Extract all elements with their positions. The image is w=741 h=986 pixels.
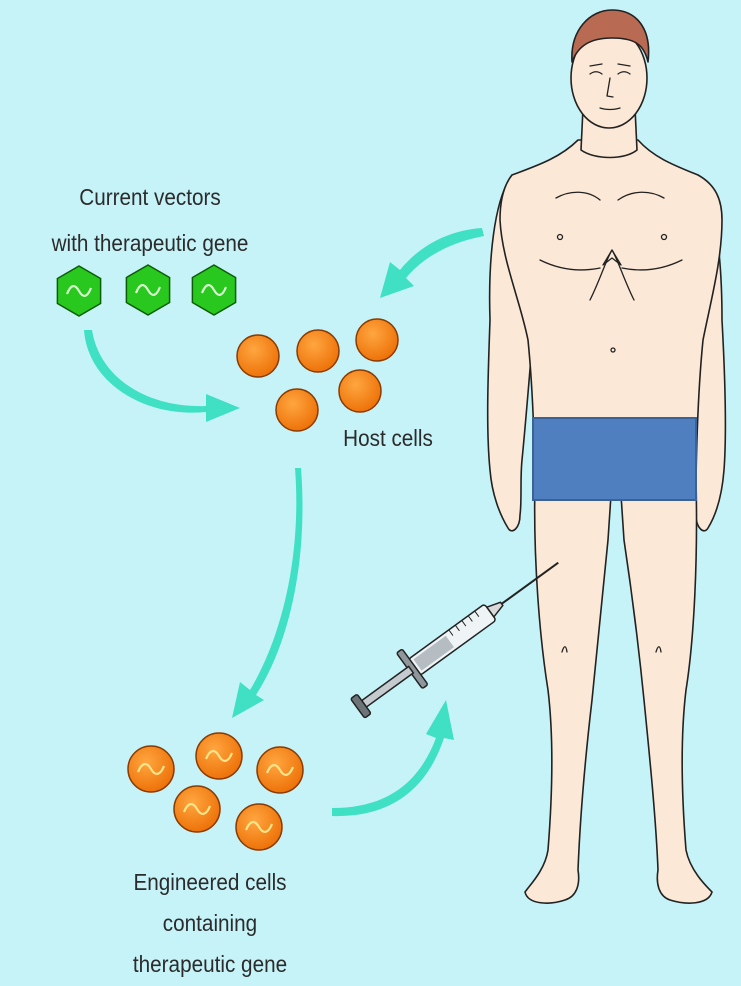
hexagon-vector-icon xyxy=(57,266,100,316)
cell-icon xyxy=(128,746,174,792)
engineered-label-line2: containing xyxy=(93,908,327,938)
arrow-vectors-to-host xyxy=(84,330,240,422)
hexagon-vector-icon xyxy=(126,265,169,315)
cell-icon xyxy=(237,335,279,377)
cell-icon xyxy=(196,733,242,779)
right-leg xyxy=(620,480,712,903)
arrow-icon xyxy=(84,228,484,816)
engineered-label-line1: Engineered cells xyxy=(93,867,327,897)
vectors-label-line2: with therapeutic gene xyxy=(24,228,276,258)
cell-icon xyxy=(276,389,318,431)
cell-icon xyxy=(236,804,282,850)
censor-block xyxy=(533,418,696,500)
engineered-label-line3: therapeutic gene xyxy=(93,949,327,979)
syringe-plunger xyxy=(362,666,414,707)
cell-icon xyxy=(257,747,303,793)
cell-icon xyxy=(339,370,381,412)
cell-icon xyxy=(174,786,220,832)
host-cells-group xyxy=(237,319,398,431)
cell-icon xyxy=(356,319,398,361)
left-leg xyxy=(525,480,612,903)
arrow-body-to-host xyxy=(380,228,484,298)
engineered-cells-group xyxy=(128,733,303,850)
arrow-engineered-to-syringe xyxy=(332,700,454,816)
vectors-label-line1: Current vectors xyxy=(42,182,258,212)
hexagon-vector-icon xyxy=(192,265,235,315)
cell-icon xyxy=(297,330,339,372)
host-cells-label: Host cells xyxy=(325,423,451,453)
vectors-group xyxy=(57,265,235,316)
arrow-host-to-engineered xyxy=(232,468,302,718)
